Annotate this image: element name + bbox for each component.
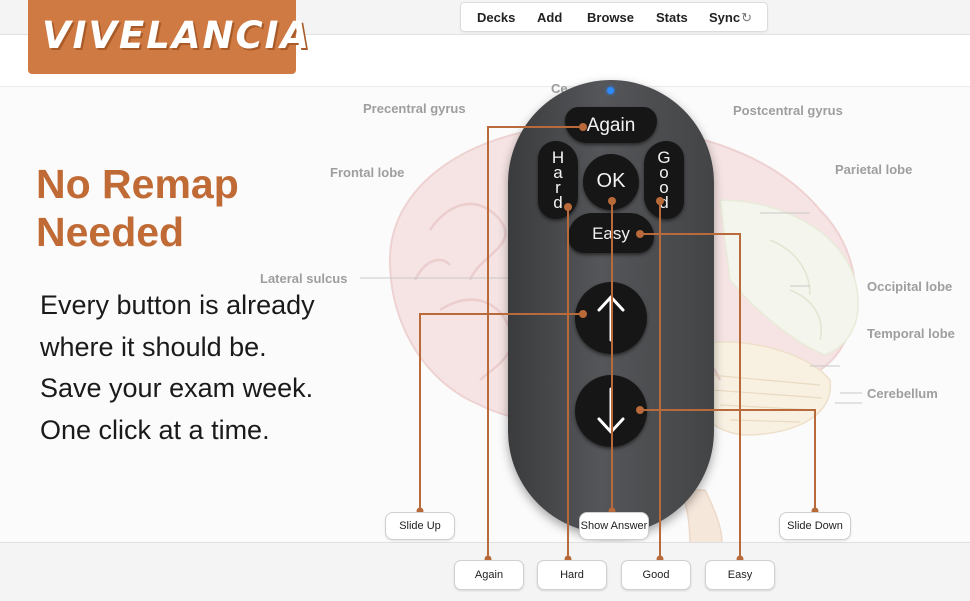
- slide-up-callout[interactable]: Slide Up: [385, 512, 455, 540]
- answer-easy-button[interactable]: Easy: [705, 560, 775, 590]
- top-nav: Decks Add Browse Stats Sync↻: [460, 2, 768, 32]
- tagline-line-3: Save your exam week.: [40, 373, 314, 403]
- show-answer-callout[interactable]: Show Answer: [579, 512, 649, 540]
- tagline-line-4: One click at a time.: [40, 414, 270, 445]
- status-led: [607, 87, 614, 94]
- brand-logo: VIVELANCIA: [28, 0, 309, 74]
- tagline-line-2: where it should be.: [40, 331, 267, 362]
- label-cerebellum: Cerebellum: [867, 386, 938, 401]
- nav-decks[interactable]: Decks: [477, 10, 516, 25]
- label-parietal-lobe: Parietal lobe: [835, 162, 913, 177]
- headline-line-1: No Remap: [36, 161, 239, 207]
- logo-text: VIVELANCIA: [42, 14, 312, 57]
- remote-easy-button[interactable]: Easy: [568, 213, 654, 253]
- label-temporal-lobe: Temporal lobe: [867, 326, 955, 341]
- arrow-down-icon: [597, 387, 625, 434]
- tagline: Every button is already where it should …: [40, 285, 315, 451]
- label-occipital-lobe: Occipital lobe: [867, 279, 953, 294]
- label-postcentral-gyrus: Postcentral gyrus: [733, 103, 843, 118]
- headline: No Remap Needed: [36, 160, 239, 256]
- headline-line-2: Needed: [36, 209, 185, 255]
- label-precentral-gyrus: Precentral gyrus: [363, 101, 466, 116]
- remote-up-button[interactable]: [575, 282, 647, 354]
- label-frontal-lobe: Frontal lobe: [330, 165, 405, 180]
- arrow-up-icon: [597, 295, 625, 342]
- refresh-icon: ↻: [741, 10, 752, 25]
- answer-good-button[interactable]: Good: [621, 560, 691, 590]
- slide-down-callout[interactable]: Slide Down: [779, 512, 851, 540]
- remote-down-button[interactable]: [575, 375, 647, 447]
- remote-ok-label: OK: [596, 170, 626, 192]
- remote-easy-label: Easy: [592, 224, 630, 243]
- nav-stats[interactable]: Stats: [656, 10, 688, 25]
- nav-sync[interactable]: Sync↻: [709, 10, 752, 26]
- tagline-line-1: Every button is already: [40, 290, 315, 320]
- nav-add[interactable]: Add: [537, 10, 563, 25]
- remote-again-button[interactable]: Again: [565, 107, 657, 143]
- remote-again-label: Again: [586, 115, 636, 136]
- nav-browse[interactable]: Browse: [587, 10, 634, 25]
- answer-again-button[interactable]: Again: [454, 560, 524, 590]
- nav-sync-label: Sync: [709, 10, 741, 25]
- answer-hard-button[interactable]: Hard: [537, 560, 607, 590]
- label-lateral-sulcus: Lateral sulcus: [260, 271, 348, 286]
- remote-ok-button[interactable]: OK: [583, 154, 639, 210]
